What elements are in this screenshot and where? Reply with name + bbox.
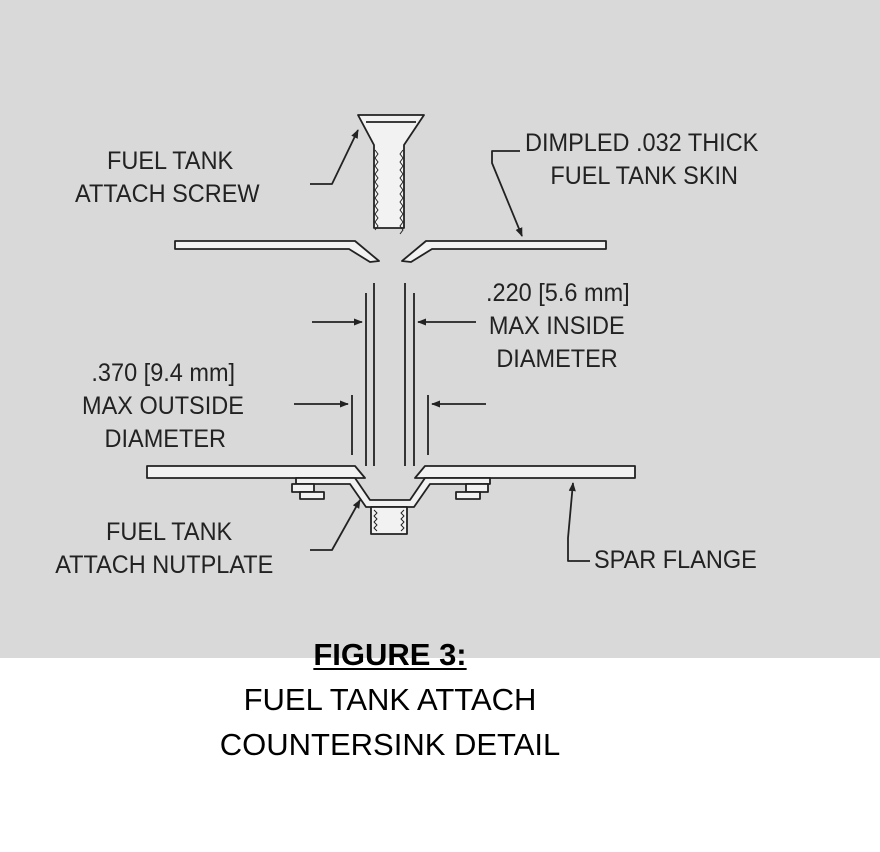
fuel-tank-skin [174, 240, 607, 263]
inside-diameter-label: .220 [5.6 mm] MAX INSIDE DIAMETER [486, 279, 630, 373]
screw-label: FUEL TANK ATTACH SCREW [75, 147, 260, 208]
hole-diameter-lines [351, 283, 429, 466]
figure-caption-line2: COUNTERSINK DETAIL [219, 727, 561, 762]
outside-diameter-label: .370 [9.4 mm] MAX OUTSIDE DIAMETER [82, 359, 244, 453]
spar-flange [146, 465, 636, 479]
figure-title: FIGURE 3: [313, 637, 467, 672]
leader-lines [294, 129, 590, 562]
nutplate-label: FUEL TANK ATTACH NUTPLATE [55, 518, 274, 579]
drawing-background [0, 0, 880, 658]
attach-nutplate [291, 477, 491, 535]
attach-screw [357, 114, 425, 235]
figure-caption-line1: FUEL TANK ATTACH [243, 682, 537, 717]
skin-label: DIMPLED .032 THICK FUEL TANK SKIN [525, 129, 759, 190]
spar-flange-label: SPAR FLANGE [594, 546, 757, 574]
countersink-detail-drawing [146, 114, 636, 562]
